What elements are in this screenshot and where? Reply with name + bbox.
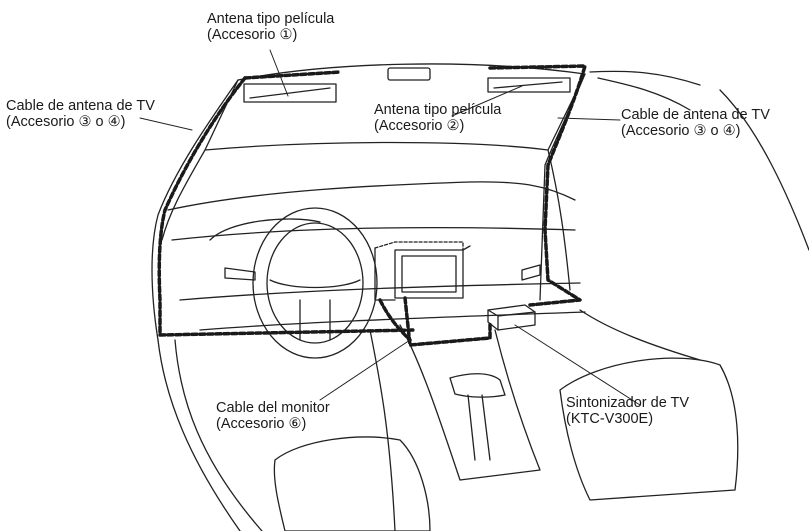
- steering-wheel: [252, 207, 378, 359]
- dashboard: [167, 181, 576, 211]
- leader-monitor-cable: [319, 339, 411, 401]
- rear-view-mirror: [387, 67, 431, 81]
- leader-film-antenna-2: [451, 85, 523, 117]
- label-line: Cable de antena de TV: [6, 98, 155, 114]
- label-line: (Accesorio ①): [207, 27, 298, 43]
- label-film-antenna-2: Antena tipo película (Accesorio ②): [374, 102, 501, 134]
- label-line: (Accesorio ③ o ④): [6, 114, 126, 130]
- leader-tv-cable-right: [557, 117, 621, 121]
- label-film-antenna-1: Antena tipo película (Accesorio ①): [207, 11, 334, 43]
- passenger-seat: [559, 357, 739, 501]
- center-console: [399, 324, 541, 481]
- monitor-head-unit: [394, 249, 464, 299]
- label-tv-cable-left: Cable de antena de TV (Accesorio ③ o ④): [6, 98, 155, 130]
- leader-tv-tuner: [514, 324, 641, 406]
- label-line: Sintonizador de TV: [566, 395, 690, 411]
- label-line: (Accesorio ②): [374, 118, 465, 134]
- label-line: (KTC-V300E): [566, 411, 654, 427]
- label-line: (Accesorio ⑥): [216, 416, 307, 432]
- film-antenna-right: [487, 77, 571, 93]
- film-antenna-left: [243, 83, 337, 103]
- label-tv-tuner: Sintonizador de TV (KTC-V300E): [566, 395, 689, 427]
- tv-antenna-cable-left: [157, 70, 417, 337]
- label-line: (Accesorio ③ o ④): [621, 123, 741, 139]
- label-line: Antena tipo película: [374, 102, 502, 118]
- gear-shift: [449, 373, 506, 398]
- label-monitor-cable: Cable del monitor (Accesorio ⑥): [216, 400, 330, 432]
- label-line: Cable de antena de TV: [621, 107, 770, 123]
- tv-tuner-box: [487, 304, 536, 331]
- leader-film-antenna-1: [269, 49, 289, 97]
- monitor-cable: [378, 296, 492, 347]
- a-pillar-left: [151, 79, 239, 341]
- label-line: Cable del monitor: [216, 400, 330, 416]
- driver-seat: [273, 436, 431, 531]
- label-line: Antena tipo película: [207, 11, 335, 27]
- label-tv-cable-right: Cable de antena de TV (Accesorio ③ o ④): [621, 107, 770, 139]
- tv-antenna-cable-right: [488, 64, 587, 307]
- leader-tv-cable-left: [139, 117, 193, 131]
